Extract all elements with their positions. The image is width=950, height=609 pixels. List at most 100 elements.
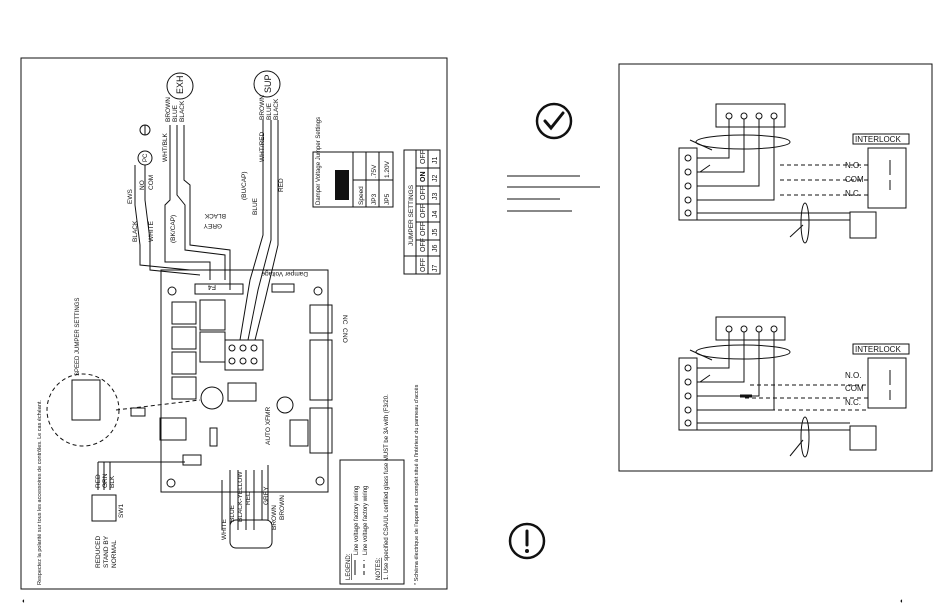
legend-notes-box (339, 459, 405, 585)
interlock-diagram-top: INTERLOCK N.O. COM N.C. (678, 103, 910, 244)
sw-mode-reduced: REDUCED (95, 536, 102, 568)
left-diagram-frame (20, 57, 448, 590)
bottom-wire-grey: GREY (263, 486, 270, 505)
connector-small (182, 454, 202, 466)
jp5-header: JP5 (384, 193, 391, 205)
sw1-switch (91, 494, 117, 522)
f4-label: F4 (208, 283, 216, 290)
relay (199, 331, 226, 363)
jumper-cap (130, 407, 146, 417)
sup-wire-blue: BLUE (266, 102, 273, 120)
sup-label: SUP (263, 74, 273, 93)
relay (171, 301, 197, 325)
j2-value: ON (420, 172, 427, 183)
interlock-label-bottom: INTERLOCK (855, 345, 901, 354)
damper-jumper-graphic (335, 170, 349, 200)
j4-value: OFF (420, 204, 427, 218)
black-wire-label: BLACK (204, 212, 226, 219)
contact-no-top: N.O. (845, 161, 861, 170)
exh-wire-black: BLACK (179, 100, 186, 122)
j1-label: J1 (432, 157, 439, 165)
connector-block (224, 339, 264, 371)
page-marker-left: ◐ (22, 598, 26, 605)
white-wire-label: WHITE (148, 220, 155, 242)
sw-mode-normal: NORMAL (111, 540, 118, 568)
speed-jumper-label: SPEED JUMPER SETTINGS (75, 298, 81, 376)
control-board (160, 269, 329, 493)
notes-title: NOTES: (376, 557, 382, 580)
terminal-nc-c-no (309, 304, 333, 334)
mounting-hole (313, 286, 323, 296)
legend-item-2: Line voltage factory wiring (363, 486, 369, 555)
relay (171, 376, 197, 400)
mounting-hole (166, 478, 176, 488)
interlock-diagram-bottom: INTERLOCK N.O. COM N.C. (678, 316, 910, 458)
damper-voltage-label: Damper Voltage (261, 270, 308, 277)
bu-cap-label: (BU/CAP) (241, 171, 248, 200)
terminal-strip-2 (309, 339, 333, 401)
com-label: COM (148, 175, 155, 190)
j2-label: J2 (432, 175, 439, 183)
j3-value: OFF (420, 186, 427, 200)
relay (171, 326, 197, 350)
sup-motor-icon (253, 70, 281, 98)
bottom-wire-brown-2: BROWN (279, 495, 286, 520)
damper-jumper-settings-title: Damper Voltage Jumper Settings (316, 117, 322, 205)
exh-motor-icon (166, 72, 194, 100)
jumper-settings-title: JUMPER SETTINGS (408, 184, 415, 246)
motor-plug (229, 519, 273, 549)
terminal-strip-3 (309, 407, 333, 454)
check-circle-icon (535, 102, 573, 140)
jp3-header: JP3 (371, 193, 378, 205)
relay (199, 299, 226, 331)
exh-wire-brown: BROWN (165, 97, 172, 122)
bottom-wire-white: WHITE (221, 518, 228, 540)
sup-wire-black: BLACK (273, 98, 280, 120)
j7-value: OFF (420, 258, 427, 272)
bk-cap-label: (BK/CAP) (170, 215, 177, 243)
contact-no-bottom: N.O. (845, 371, 861, 380)
connector (159, 417, 187, 441)
buzzer-icon (276, 396, 294, 414)
bottom-wire-blue: BLUE (229, 504, 236, 522)
black-wire-label-2: BLACK (132, 220, 139, 242)
bottom-wire-red: RED (245, 491, 252, 505)
sw-wire-red: RED (95, 474, 102, 488)
dip-switch (289, 419, 309, 447)
jp5-value: 1.20V (384, 160, 391, 178)
contact-com-bottom: COM (845, 384, 864, 393)
j5-value: OFF (420, 222, 427, 236)
mounting-hole (315, 476, 325, 486)
check-lines (507, 175, 600, 212)
speed-header: Speed (358, 186, 365, 205)
jp3-value: .75V (371, 164, 378, 178)
exh-label: EXH (175, 75, 185, 94)
sup-wire-brown: BROWN (259, 95, 266, 120)
damper-jumper (271, 283, 295, 293)
j6-value: OFF (420, 238, 427, 252)
red-wire-label: RED (278, 178, 285, 192)
bottom-wire-black-yellow: BLACK-YELLOW (237, 471, 244, 522)
terminal-c: C (341, 328, 348, 333)
relay (171, 351, 197, 375)
terminal-nc: NC (341, 315, 348, 325)
french-note-right: * Schéma électrique de l'appareil se com… (414, 384, 420, 585)
contact-com-top: COM (845, 175, 864, 184)
j4-label: J4 (432, 211, 439, 219)
legend-title: LEGEND: (346, 553, 352, 580)
exh-wire-blue: BLUE (172, 104, 179, 122)
legend-item-1: Line voltage factory wiring (354, 486, 360, 555)
speed-jumper-callout (46, 373, 120, 447)
terminal-no: NO (341, 333, 348, 343)
j3-label: J3 (432, 193, 439, 201)
no-label: NO (139, 180, 146, 190)
bottom-wire-brown: BROWN (271, 505, 278, 530)
contact-nc-bottom: N.C. (845, 398, 861, 407)
sw-mode-standby: STAND BY (103, 535, 110, 568)
j5-label: J5 (432, 229, 439, 237)
sw-wire-blk: BLK (109, 475, 116, 488)
ews-label: EWS (127, 189, 134, 204)
page-marker-right: ◐ (900, 598, 904, 605)
capacitor (209, 427, 218, 447)
